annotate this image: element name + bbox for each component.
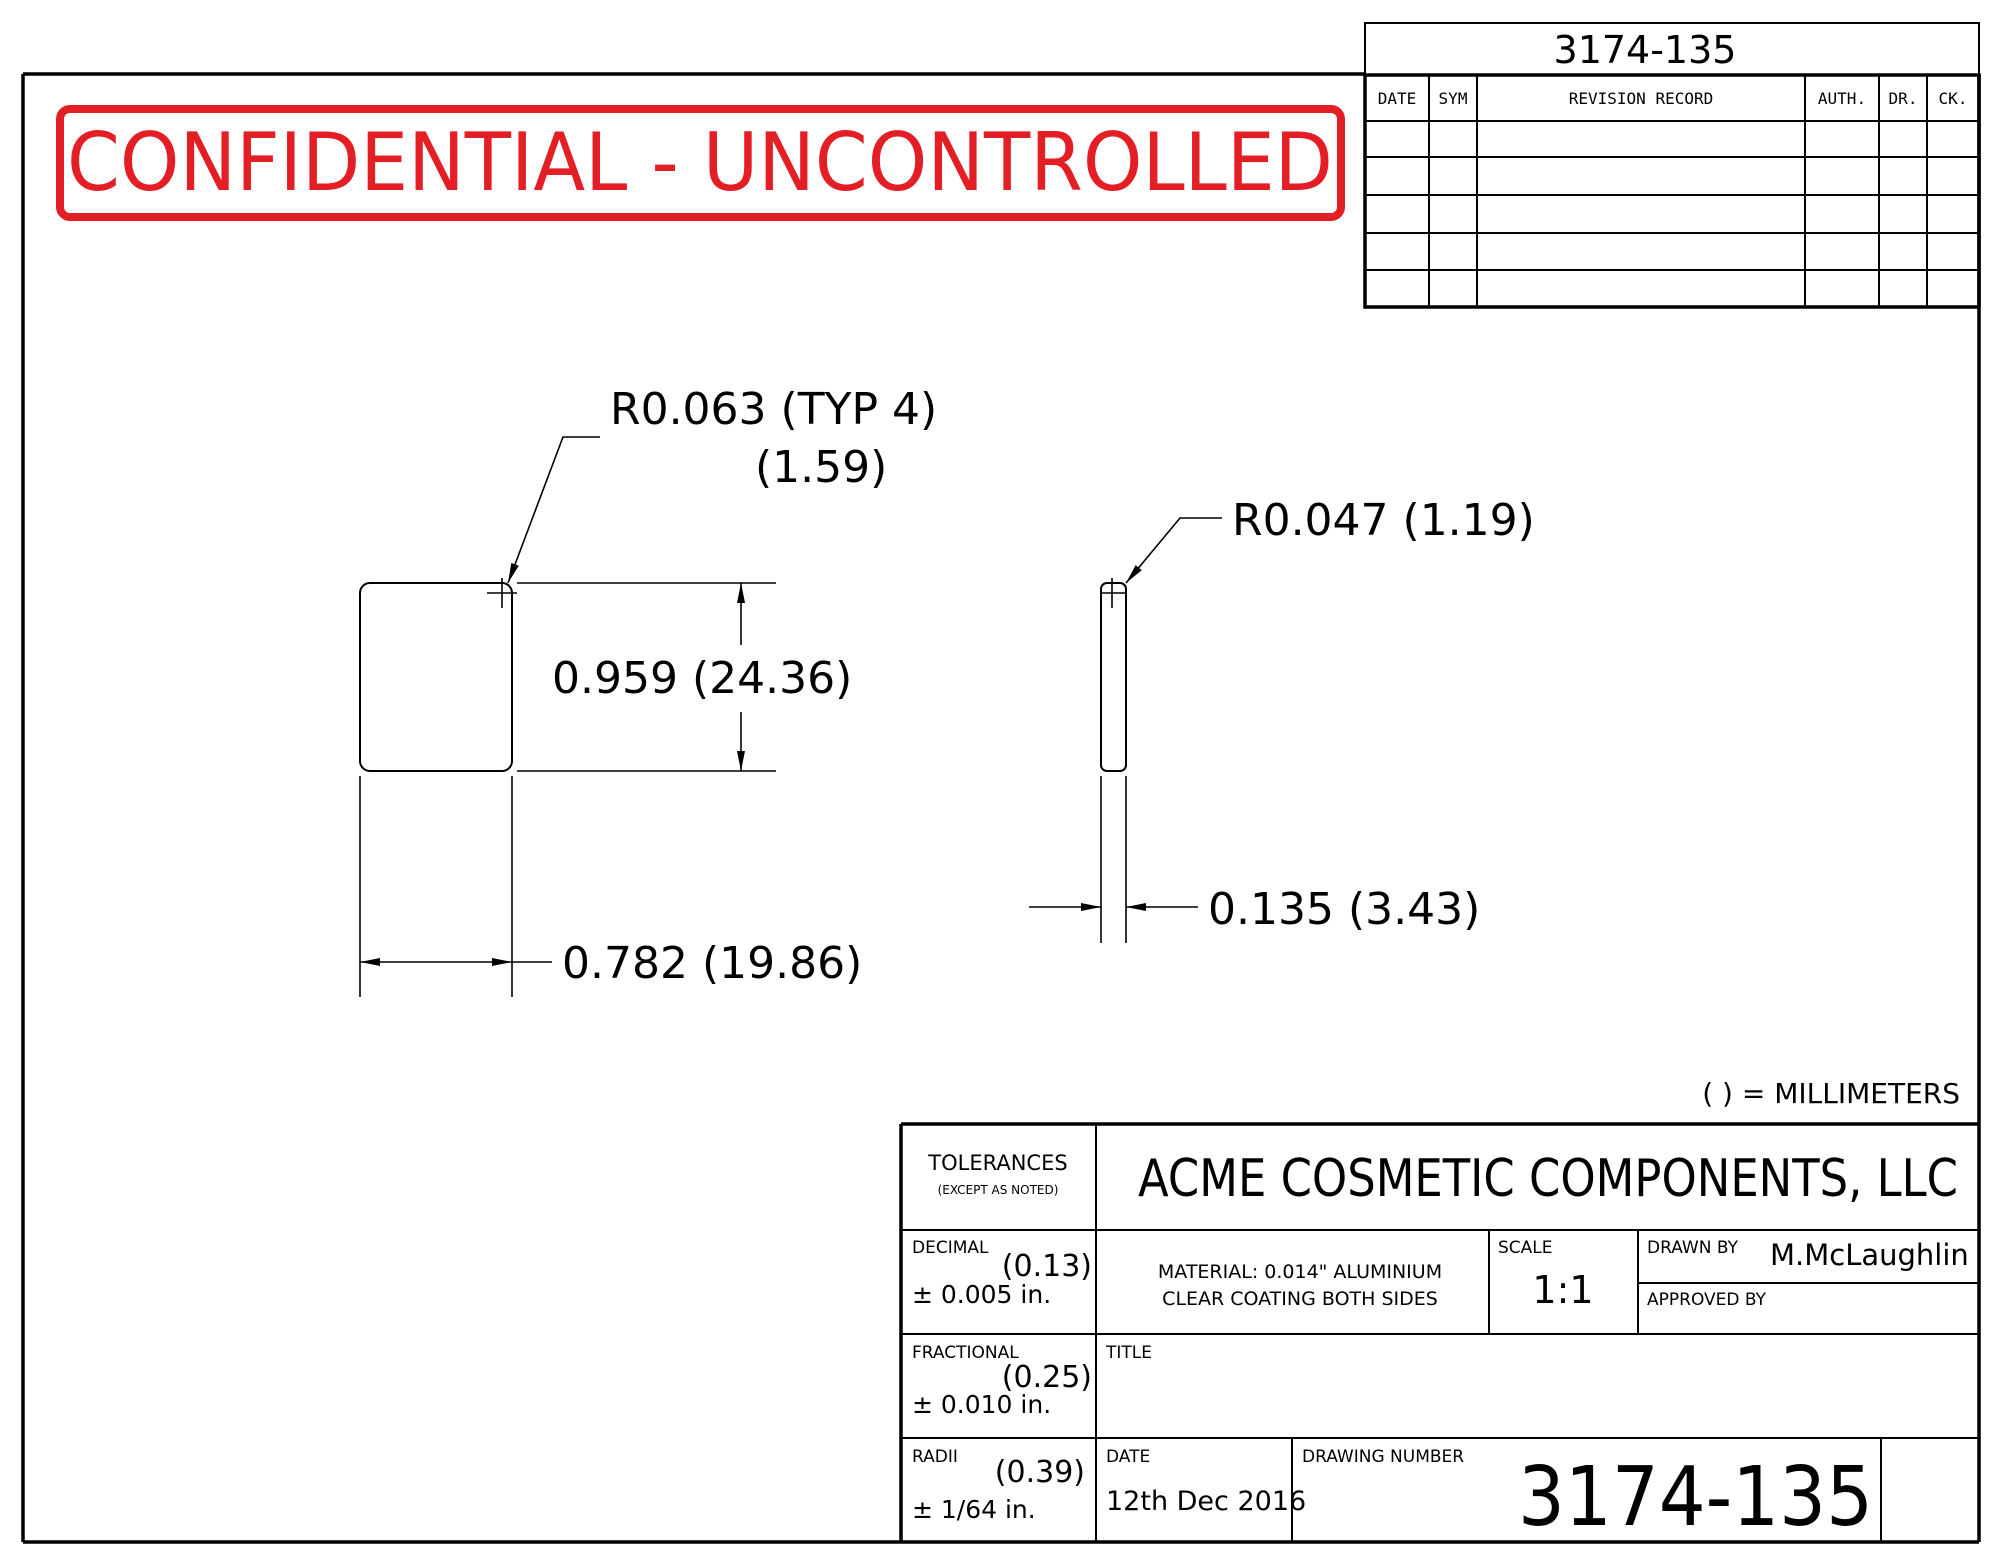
revision-table: DATE SYM REVISION RECORD AUTH. DR. CK. xyxy=(1363,73,1981,309)
drawing-number-value: 3174-135 xyxy=(1518,1450,1873,1545)
tolerances-label: TOLERANCES xyxy=(927,1151,1067,1175)
edge-radius-label: R0.047 (1.19) xyxy=(1232,495,1535,546)
approved-by-label: APPROVED BY xyxy=(1647,1290,1767,1310)
fractional-value: ± 0.010 in. xyxy=(912,1390,1051,1419)
scale-label: SCALE xyxy=(1498,1238,1553,1258)
radii-mm: (0.39) xyxy=(995,1455,1085,1490)
drawn-by-value: M.McLaughlin xyxy=(1770,1238,1969,1272)
sheet-border xyxy=(21,72,1981,1544)
width-dimension-label: 0.782 (19.86) xyxy=(562,938,862,989)
material-line-2: CLEAR COATING BOTH SIDES xyxy=(1162,1288,1438,1310)
radii-label: RADII xyxy=(912,1447,958,1467)
rev-header-auth: AUTH. xyxy=(1818,89,1866,108)
rev-header-sym: SYM xyxy=(1439,89,1468,108)
height-dimension-label: 0.959 (24.36) xyxy=(552,653,852,704)
confidential-stamp: CONFIDENTIAL - UNCONTROLLED xyxy=(56,105,1345,221)
date-label: DATE xyxy=(1106,1447,1150,1467)
radii-value: ± 1/64 in. xyxy=(912,1495,1036,1524)
corner-radius-mm-label: (1.59) xyxy=(755,442,887,493)
drawn-by-label: DRAWN BY xyxy=(1647,1238,1739,1258)
decimal-value: ± 0.005 in. xyxy=(912,1280,1051,1309)
drawing-number-label: DRAWING NUMBER xyxy=(1302,1447,1464,1467)
rev-header-record: REVISION RECORD xyxy=(1569,89,1714,108)
material-line-1: MATERIAL: 0.014" ALUMINIUM xyxy=(1158,1261,1442,1283)
title-block: TOLERANCES (EXCEPT AS NOTED) ACME COSMET… xyxy=(899,1122,1979,1545)
rev-header-date: DATE xyxy=(1378,89,1417,108)
front-view: R0.063 (TYP 4) (1.59) 0.959 (24.36) 0.78… xyxy=(359,384,937,997)
units-note: ( ) = MILLIMETERS xyxy=(1702,1077,1960,1110)
date-value: 12th Dec 2016 xyxy=(1106,1486,1306,1517)
fractional-mm: (0.25) xyxy=(1002,1360,1092,1395)
decimal-label: DECIMAL xyxy=(912,1238,989,1258)
corner-radius-label: R0.063 (TYP 4) xyxy=(610,384,937,435)
title-label: TITLE xyxy=(1105,1343,1152,1363)
company-name: ACME COSMETIC COMPONENTS, LLC xyxy=(1138,1149,1958,1209)
rev-header-ck: CK. xyxy=(1939,89,1968,108)
fractional-label: FRACTIONAL xyxy=(912,1343,1019,1363)
rev-header-dr: DR. xyxy=(1889,89,1918,108)
scale-value: 1:1 xyxy=(1532,1268,1593,1312)
tolerances-sub-label: (EXCEPT AS NOTED) xyxy=(938,1183,1059,1197)
header-number-box: 3174-135 xyxy=(1364,22,1980,76)
side-view: R0.047 (1.19) 0.135 (3.43) xyxy=(1029,495,1535,943)
header-number: 3174-135 xyxy=(1554,28,1737,72)
thickness-dimension-label: 0.135 (3.43) xyxy=(1208,884,1480,935)
decimal-mm: (0.13) xyxy=(1002,1249,1092,1284)
stamp-text: CONFIDENTIAL - UNCONTROLLED xyxy=(67,116,1333,209)
